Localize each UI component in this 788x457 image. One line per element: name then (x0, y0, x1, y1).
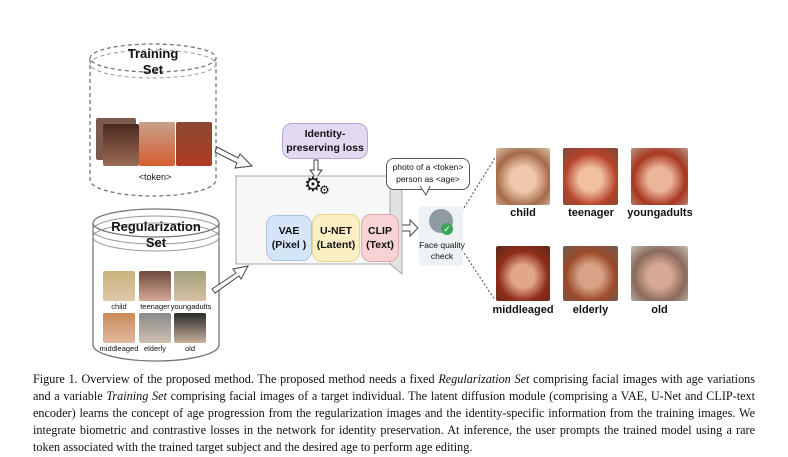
reg-photo-old (174, 313, 206, 343)
training-photo-2 (139, 122, 175, 166)
face-check-label: Face quality check (419, 240, 465, 261)
unet-module: U-NET (Latent) (312, 214, 360, 262)
reg-label-teenager: teenager (140, 302, 170, 311)
output-label-middleaged: middleaged (492, 304, 554, 316)
caption-figure-number: Figure 1. (33, 372, 78, 386)
reg-photo-teenager (139, 271, 171, 301)
caption-text-2: comprising facial images with age variat… (33, 372, 756, 403)
output-photo-youngadults (631, 148, 688, 205)
figure-caption: Figure 1. Overview of the proposed metho… (33, 371, 755, 456)
regularization-set-title: Regularization Set (111, 219, 201, 250)
loss-arrow (309, 159, 323, 179)
training-arrow (214, 146, 254, 169)
arrows-overlay (211, 146, 496, 301)
reg-label-old: old (184, 344, 195, 353)
output-label-teenager: teenager (568, 207, 614, 219)
output-photo-old (631, 246, 688, 301)
training-photo-1 (103, 124, 139, 166)
fan-line-bottom (461, 249, 496, 301)
output-label-child: child (510, 207, 536, 219)
fan-line-top (461, 157, 496, 212)
reg-label-middleaged: middleaged (99, 344, 139, 353)
output-photo-child (496, 148, 550, 205)
training-photo-3 (176, 122, 212, 166)
gear-icon-small: ⚙ (319, 183, 330, 197)
caption-text-1: Overview of the proposed method. The pro… (81, 372, 439, 386)
output-label-old: old (651, 304, 668, 316)
caption-text-3: comprising facial images of a target ind… (33, 389, 755, 454)
caption-training-set: Training Set (106, 389, 167, 403)
prompt-bubble-tail (420, 186, 431, 196)
reg-label-youngadults: youngadults (170, 302, 212, 311)
vae-module: VAE (Pixel ) (266, 215, 312, 261)
regularization-arrow (211, 265, 249, 294)
output-photo-teenager (563, 148, 618, 205)
output-photo-middleaged (496, 246, 550, 301)
reg-label-child: child (111, 302, 127, 311)
reg-photo-elderly (139, 313, 171, 343)
identity-loss-box: Identity- preserving loss (282, 123, 368, 159)
check-icon: ✓ (441, 223, 453, 235)
reg-label-elderly: elderly (143, 344, 167, 353)
output-label-youngadults: youngadults (627, 207, 693, 219)
output-label-elderly: elderly (572, 304, 609, 316)
caption-regularization-set: Regularization Set (438, 372, 530, 386)
reg-photo-child (103, 271, 135, 301)
output-photo-elderly (563, 246, 618, 301)
gear-icon: ⚙ (304, 174, 322, 196)
training-token-label: <token> (138, 172, 172, 182)
reg-photo-youngadults (174, 271, 206, 301)
clip-module: CLIP (Text) (361, 214, 399, 262)
training-set-title: Training Set (127, 46, 179, 77)
reg-photo-middleaged (103, 313, 135, 343)
